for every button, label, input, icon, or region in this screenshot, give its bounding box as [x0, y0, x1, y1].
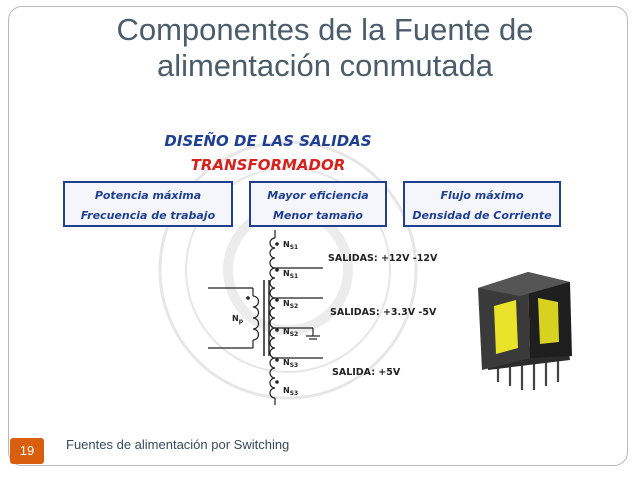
- secondary-labels: NS1 NS1 NS2 NS2 NS3 NS3: [283, 240, 298, 397]
- transformer-schematic: [208, 230, 323, 405]
- svg-text:NS1: NS1: [283, 240, 298, 251]
- box-flujo: Flujo máximo Densidad de Corriente: [403, 181, 561, 227]
- box-3-line-1: Flujo máximo: [440, 189, 523, 202]
- box-3-line-2: Densidad de Corriente: [412, 209, 552, 222]
- svg-text:NS3: NS3: [283, 358, 298, 369]
- figure-heading: DISEÑO DE LAS SALIDAS: [164, 131, 371, 150]
- box-1-line-2: Frecuencia de trabajo: [81, 209, 216, 222]
- box-potencia: Potencia máxima Frecuencia de trabajo: [63, 181, 233, 227]
- slide-number: 19: [10, 438, 44, 464]
- svg-text:NS3: NS3: [283, 386, 298, 397]
- output-label-2: SALIDAS: +3.3V -5V: [330, 307, 437, 318]
- box-2-line-1: Mayor eficiencia: [267, 189, 368, 202]
- box-1-line-1: Potencia máxima: [95, 189, 201, 202]
- transformer-design-figure: DISEÑO DE LAS SALIDAS TRANSFORMADOR Pote…: [63, 131, 572, 405]
- title-line-1: Componentes de la Fuente de: [116, 12, 534, 47]
- svg-text:NS2: NS2: [283, 327, 298, 338]
- svg-text:NS1: NS1: [283, 269, 298, 280]
- figure-subheading: TRANSFORMADOR: [191, 156, 346, 174]
- slide-footer: Fuentes de alimentación por Switching: [66, 437, 290, 452]
- primary-label: Np: [232, 314, 244, 325]
- transformer-component-illustration: [478, 272, 572, 390]
- svg-text:NS2: NS2: [283, 299, 298, 310]
- slide-title: Componentes de la Fuente de alimentación…: [60, 12, 590, 84]
- title-line-2: alimentación conmutada: [156, 48, 494, 83]
- box-eficiencia: Mayor eficiencia Menor tamaño: [249, 181, 387, 227]
- output-label-1: SALIDAS: +12V -12V: [328, 253, 438, 264]
- box-2-line-2: Menor tamaño: [273, 209, 363, 222]
- output-label-3: SALIDA: +5V: [332, 367, 401, 378]
- slide-frame: [8, 6, 628, 466]
